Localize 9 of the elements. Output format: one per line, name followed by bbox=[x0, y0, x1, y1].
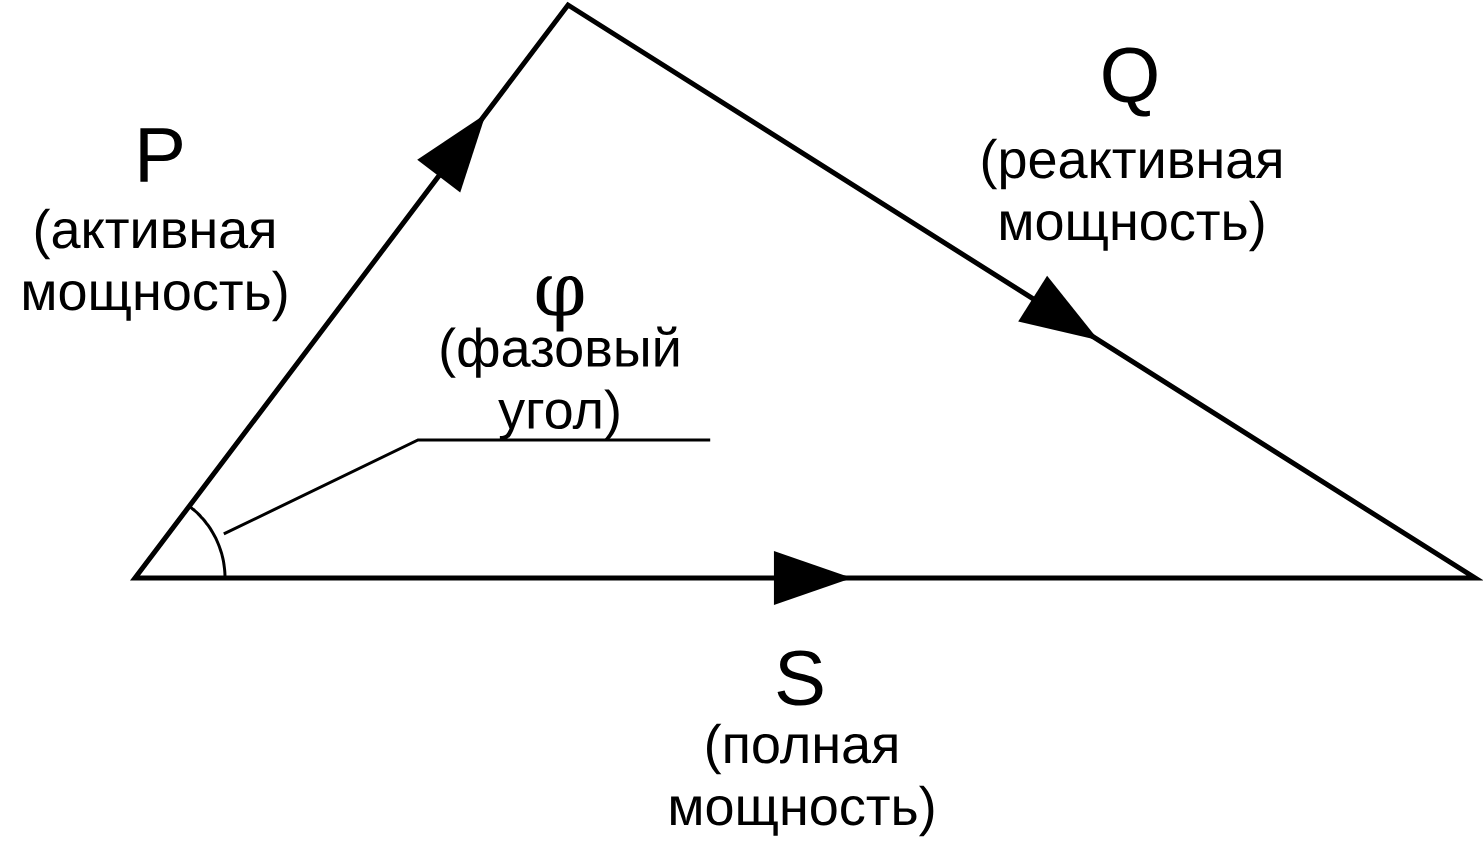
angle-label: φ (фазовый угол) bbox=[441, 276, 679, 440]
text-label: (активная мощность) bbox=[24, 208, 287, 322]
text-label: (полная мощность) bbox=[671, 723, 934, 837]
text-label: (реактивная мощность) bbox=[982, 138, 1281, 252]
angle-arc bbox=[188, 505, 227, 579]
letter-label: Q bbox=[1103, 47, 1157, 117]
letter-label: P bbox=[140, 128, 182, 182]
leader-line bbox=[223, 438, 711, 536]
letter-label: S bbox=[777, 650, 823, 706]
